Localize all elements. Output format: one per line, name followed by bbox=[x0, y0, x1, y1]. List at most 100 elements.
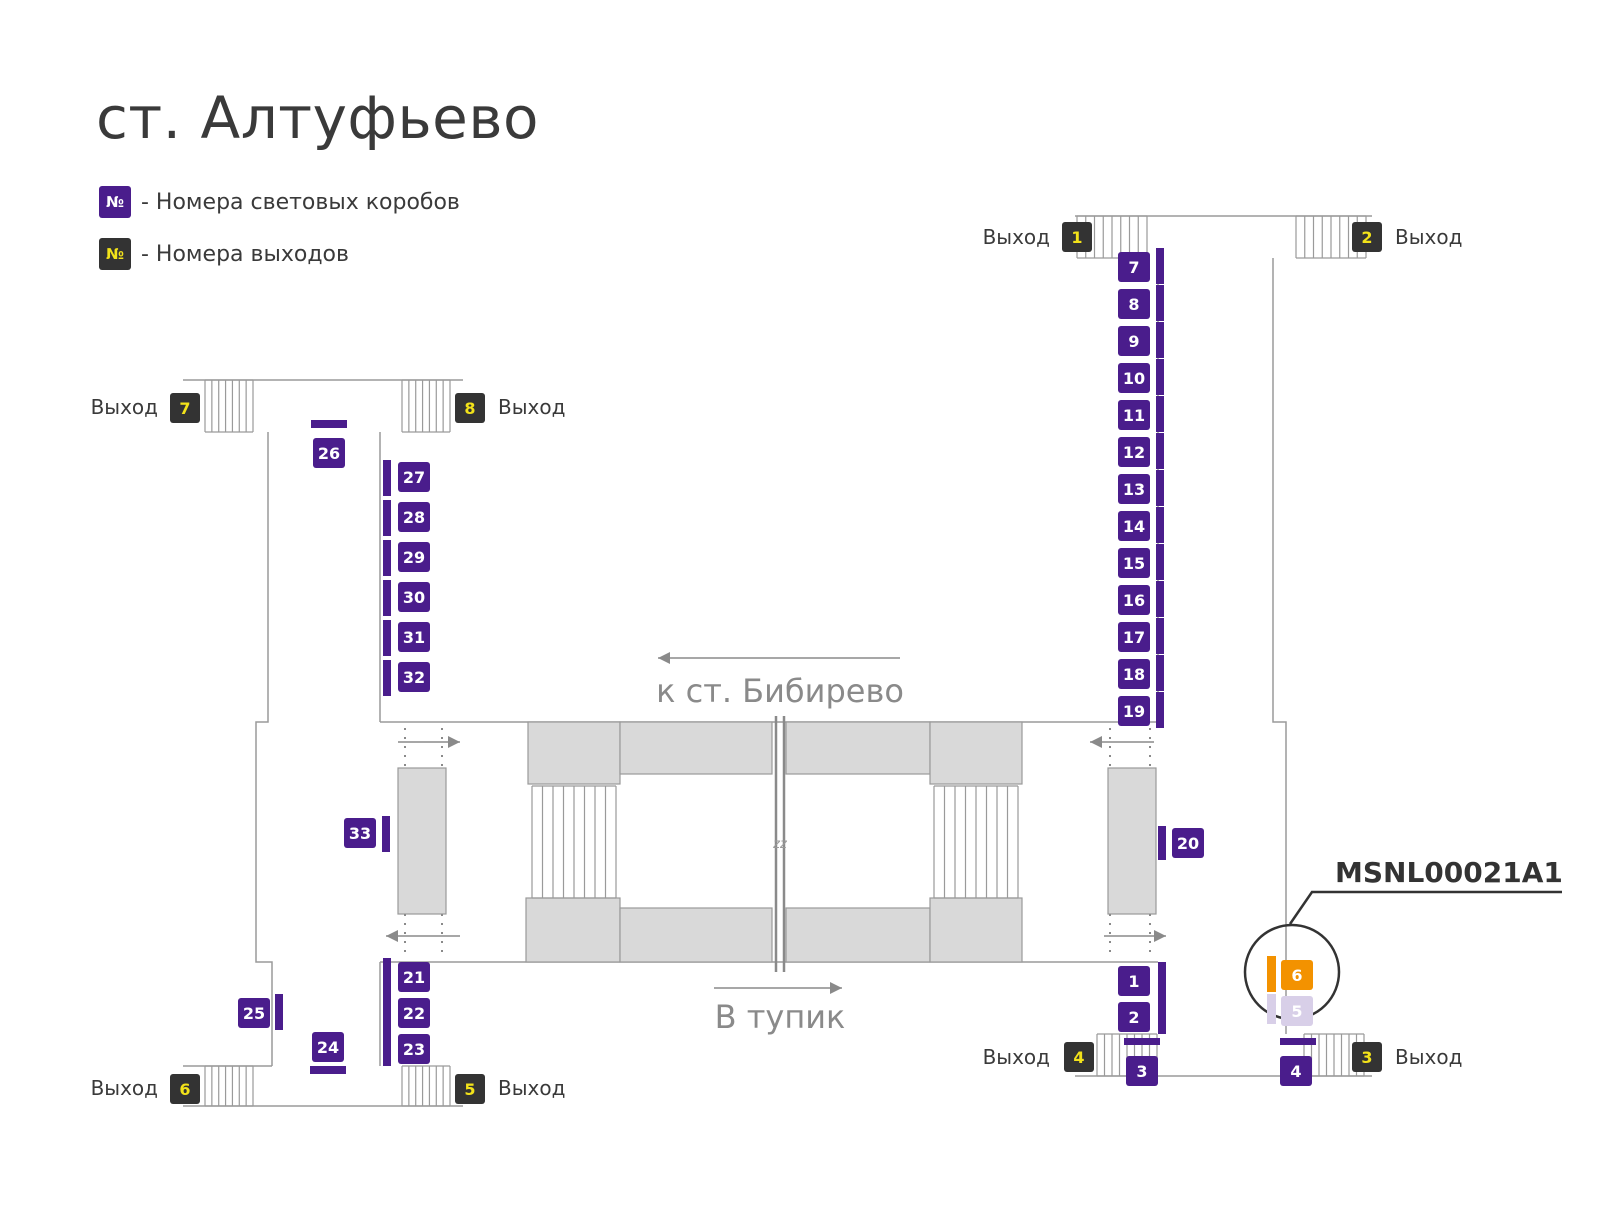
stairs-exit-5 bbox=[401, 1065, 451, 1107]
passage-arrow-head bbox=[448, 736, 460, 748]
lightbox-marker bbox=[383, 958, 391, 994]
exit-5 bbox=[455, 1074, 485, 1104]
stairs-exit-2 bbox=[1295, 215, 1367, 259]
lightbox-marker bbox=[275, 994, 283, 1030]
lightbox-marker bbox=[383, 660, 391, 696]
lightbox-29 bbox=[398, 542, 430, 572]
lightbox-marker bbox=[310, 1066, 346, 1074]
lightbox-marker bbox=[383, 1030, 391, 1066]
lightbox-7 bbox=[1118, 252, 1150, 282]
stairs-exit-7 bbox=[204, 379, 254, 433]
lightbox-25 bbox=[238, 998, 270, 1028]
lightbox-32-label: 32 bbox=[403, 668, 425, 687]
hall-block bbox=[527, 721, 621, 785]
lightbox-marker bbox=[1124, 1038, 1160, 1045]
exit-label: Выход bbox=[91, 1076, 158, 1100]
lightbox-13 bbox=[1118, 474, 1150, 504]
lightbox-15-label: 15 bbox=[1123, 554, 1145, 573]
lightbox-6-highlighted bbox=[1281, 960, 1313, 990]
lightbox-14-label: 14 bbox=[1123, 517, 1145, 536]
lightbox-26 bbox=[313, 438, 345, 468]
hall-block bbox=[929, 897, 1023, 963]
exit-6-label: 6 bbox=[179, 1080, 190, 1099]
lightbox-18 bbox=[1118, 659, 1150, 689]
lightbox-22 bbox=[398, 998, 430, 1028]
lightbox-11 bbox=[1118, 400, 1150, 430]
lightbox-21 bbox=[398, 962, 430, 992]
lightbox-8-label: 8 bbox=[1128, 295, 1139, 314]
exit-8-label: 8 bbox=[464, 399, 475, 418]
lightbox-23 bbox=[398, 1034, 430, 1064]
lightbox-24-label: 24 bbox=[317, 1038, 339, 1057]
right-outer-wall bbox=[1272, 258, 1287, 1034]
lightbox-11-label: 11 bbox=[1123, 406, 1145, 425]
lightbox-16 bbox=[1118, 585, 1150, 615]
lightbox-marker bbox=[1156, 396, 1164, 432]
exit-2 bbox=[1352, 222, 1382, 252]
track-break-mark: zz bbox=[772, 837, 788, 852]
lightbox-5-faded bbox=[1281, 996, 1313, 1026]
exit-8 bbox=[455, 393, 485, 423]
lightbox-25-label: 25 bbox=[243, 1004, 265, 1023]
escalators-left bbox=[531, 785, 617, 899]
lightbox-3 bbox=[1126, 1056, 1158, 1086]
lightbox-marker bbox=[1156, 655, 1164, 691]
lightbox-12 bbox=[1118, 437, 1150, 467]
lightbox-4-label: 4 bbox=[1290, 1062, 1301, 1081]
stairs-exit-8 bbox=[401, 379, 451, 433]
lightbox-16-label: 16 bbox=[1123, 591, 1145, 610]
lightbox-marker bbox=[1156, 248, 1164, 284]
lightbox-marker bbox=[1158, 826, 1166, 860]
lightbox-marker bbox=[1156, 359, 1164, 395]
lightbox-marker bbox=[1156, 470, 1164, 506]
lightbox-33 bbox=[344, 818, 376, 848]
lightbox-2 bbox=[1118, 1002, 1150, 1032]
lightbox-13-label: 13 bbox=[1123, 480, 1145, 499]
lightbox-marker bbox=[1156, 581, 1164, 617]
exit-label: Выход bbox=[983, 1045, 1050, 1069]
hall-block bbox=[525, 897, 621, 963]
lightbox-marker bbox=[383, 994, 391, 1030]
direction-label-bottom: В тупик bbox=[715, 998, 846, 1036]
lightbox-marker bbox=[383, 500, 391, 536]
legend-lightbox: № - Номера световых коробов bbox=[99, 186, 460, 218]
legend-exit: № - Номера выходов bbox=[99, 238, 349, 270]
station-title: ст. Алтуфьево bbox=[96, 84, 540, 152]
lightbox-marker bbox=[1158, 962, 1166, 998]
legend-lightbox-text: - Номера световых коробов bbox=[141, 189, 460, 215]
lightbox-19-label: 19 bbox=[1123, 702, 1145, 721]
lightbox-3-label: 3 bbox=[1136, 1062, 1147, 1081]
lightbox-marker bbox=[382, 816, 390, 852]
legend-exit-text: - Номера выходов bbox=[141, 241, 349, 267]
lightbox-9-label: 9 bbox=[1128, 332, 1139, 351]
exit-7 bbox=[170, 393, 200, 423]
exit-4 bbox=[1064, 1042, 1094, 1072]
passage-arrow-head bbox=[1090, 736, 1102, 748]
lightbox-marker bbox=[1156, 285, 1164, 321]
side-block-right bbox=[1107, 767, 1157, 915]
lightbox-15 bbox=[1118, 548, 1150, 578]
lightbox-10 bbox=[1118, 363, 1150, 393]
lightbox-23-label: 23 bbox=[403, 1040, 425, 1059]
lightbox-marker bbox=[383, 580, 391, 616]
lightbox-marker bbox=[383, 540, 391, 576]
left-outer-wall bbox=[255, 432, 273, 1066]
lightbox-marker bbox=[1156, 322, 1164, 358]
lightbox-17 bbox=[1118, 622, 1150, 652]
lightbox-32 bbox=[398, 662, 430, 692]
lightbox-20-label: 20 bbox=[1177, 834, 1199, 853]
lightbox-19 bbox=[1118, 696, 1150, 726]
lightbox-24 bbox=[312, 1032, 344, 1062]
hall-block bbox=[619, 721, 773, 775]
lightbox-9 bbox=[1118, 326, 1150, 356]
exit-6 bbox=[170, 1074, 200, 1104]
escalators-right bbox=[933, 785, 1019, 899]
lightbox-marker bbox=[1156, 544, 1164, 580]
exit-label: Выход bbox=[498, 395, 565, 419]
lightbox-31 bbox=[398, 622, 430, 652]
lightbox-30-label: 30 bbox=[403, 588, 425, 607]
lightbox-4 bbox=[1280, 1056, 1312, 1086]
lightbox-7-label: 7 bbox=[1128, 258, 1139, 277]
exit-3-label: 3 bbox=[1361, 1048, 1372, 1067]
